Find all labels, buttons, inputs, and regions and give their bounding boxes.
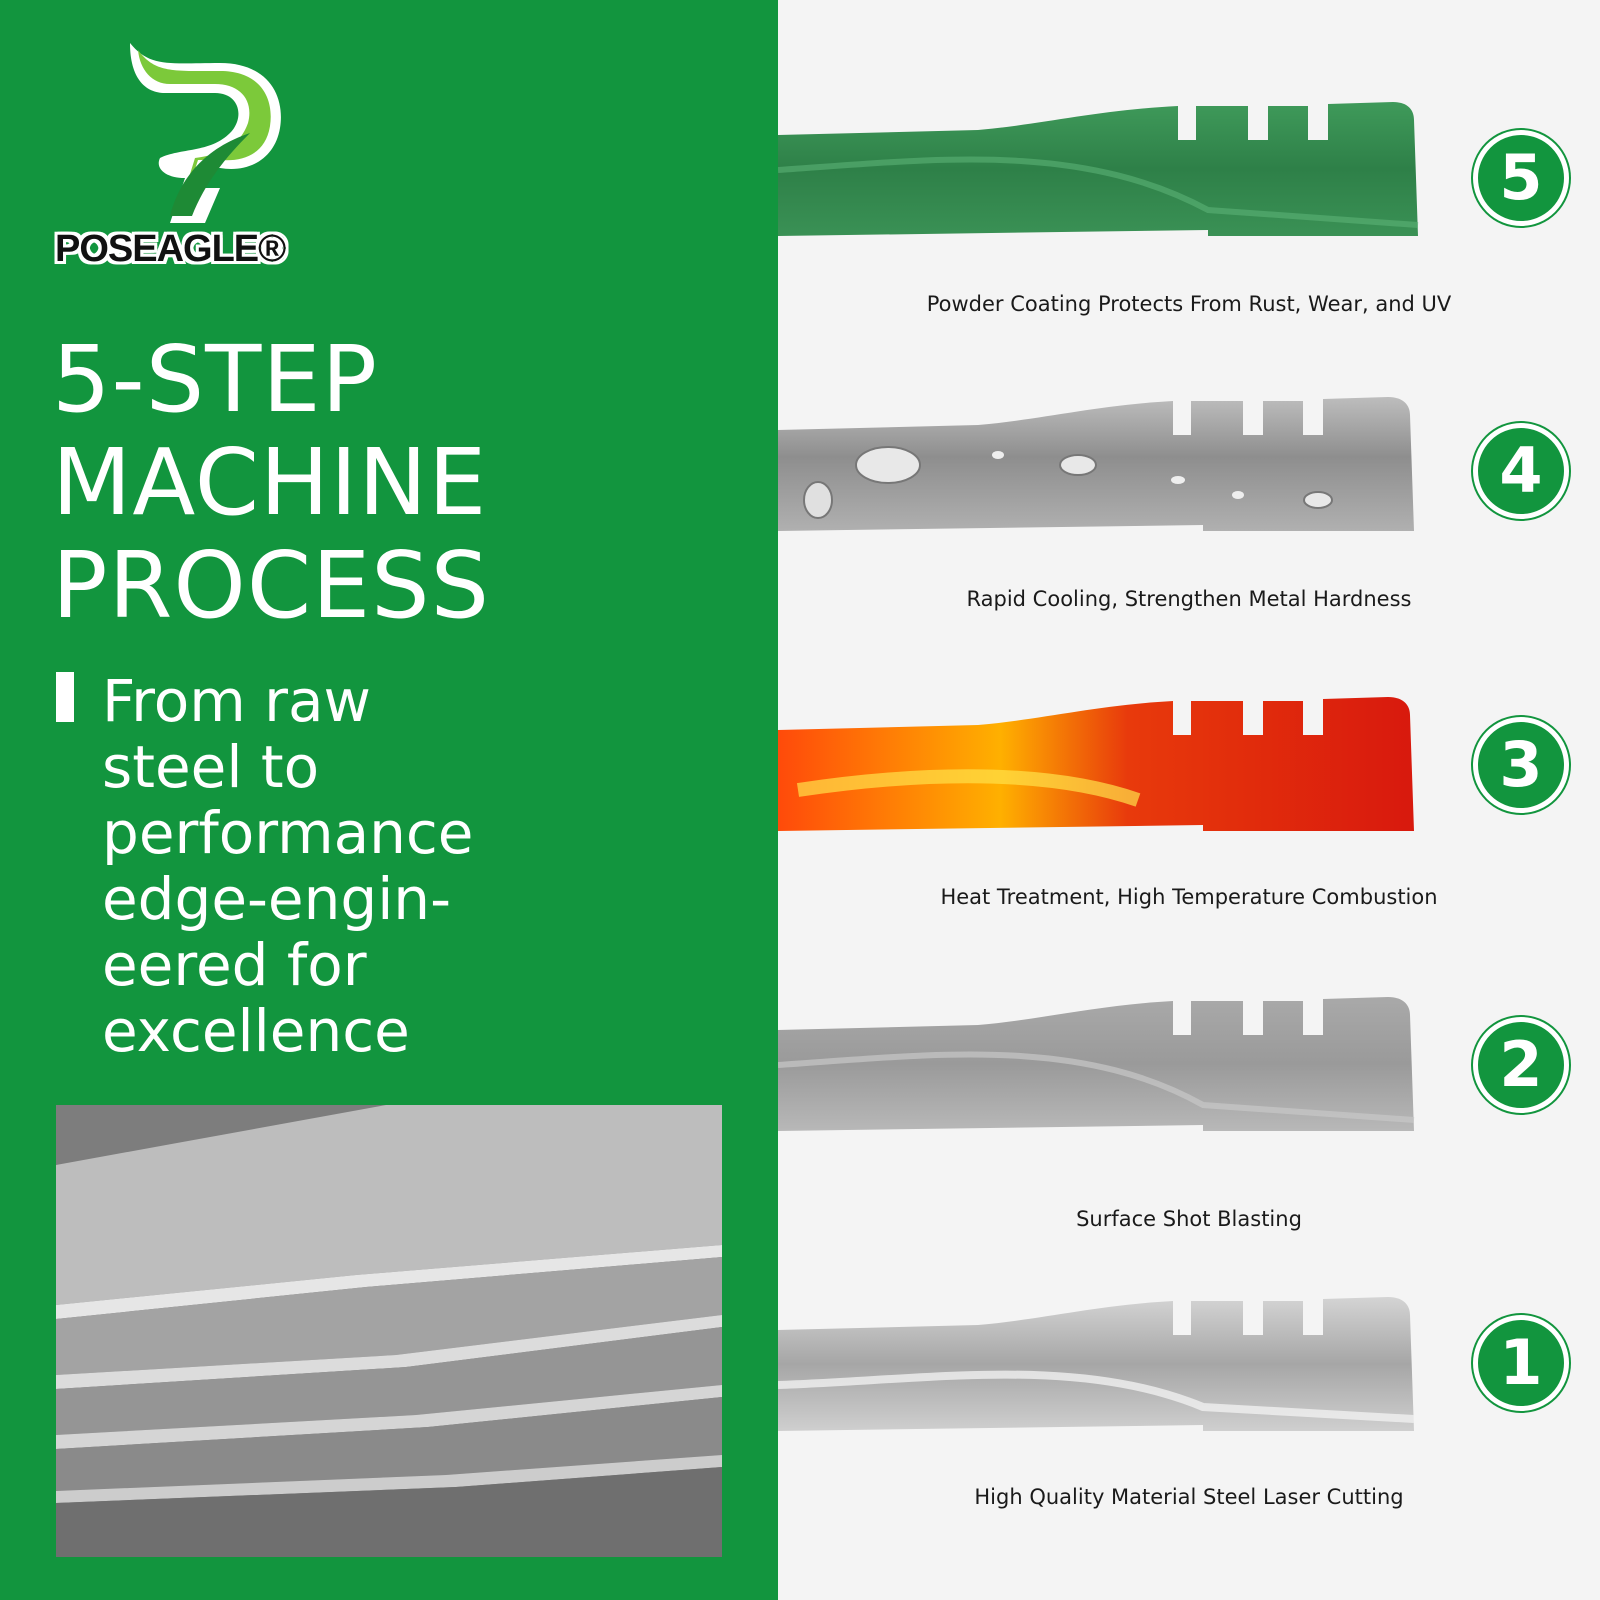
blade-image [778, 995, 1438, 1145]
subtitle-line: steel to [102, 733, 320, 801]
accent-bar [56, 672, 74, 722]
step-number-badge: 1 [1473, 1315, 1569, 1411]
blade-image [778, 395, 1438, 545]
step-number-badge: 3 [1473, 717, 1569, 813]
blade-image [778, 100, 1438, 250]
title-line: PROCESS [52, 532, 490, 639]
brand-wordmark: POSEAGLE® [55, 228, 286, 270]
step-caption: Powder Coating Protects From Rust, Wear,… [926, 292, 1452, 316]
step-caption: High Quality Material Steel Laser Cuttin… [974, 1485, 1404, 1509]
step-caption: Heat Treatment, High Temperature Combust… [940, 885, 1438, 909]
step-number-badge: 2 [1473, 1017, 1569, 1113]
brand-logo: POSEAGLE® [55, 38, 355, 278]
raw-steel-sheets-image [56, 1105, 722, 1557]
subtitle-line: From raw [102, 667, 371, 735]
step-caption: Rapid Cooling, Strengthen Metal Hardness [966, 587, 1412, 611]
step-caption: Surface Shot Blasting [1076, 1207, 1302, 1231]
subtitle-line: eered for [102, 931, 367, 999]
subtitle-line: excellence [102, 997, 410, 1065]
subtitle: From raw steel to performance edge-engin… [102, 668, 473, 1064]
blade-image [778, 1295, 1438, 1445]
step-number-badge: 5 [1473, 130, 1569, 226]
title-line: 5-STEP [52, 326, 378, 433]
step-number-badge: 4 [1473, 423, 1569, 519]
eagle-logo-icon [130, 43, 281, 223]
subtitle-line: performance [102, 799, 474, 867]
page-title: 5-STEP MACHINE PROCESS [52, 328, 490, 637]
title-line: MACHINE [52, 429, 488, 536]
subtitle-line: edge-engin- [102, 865, 451, 933]
blade-image [778, 695, 1438, 845]
